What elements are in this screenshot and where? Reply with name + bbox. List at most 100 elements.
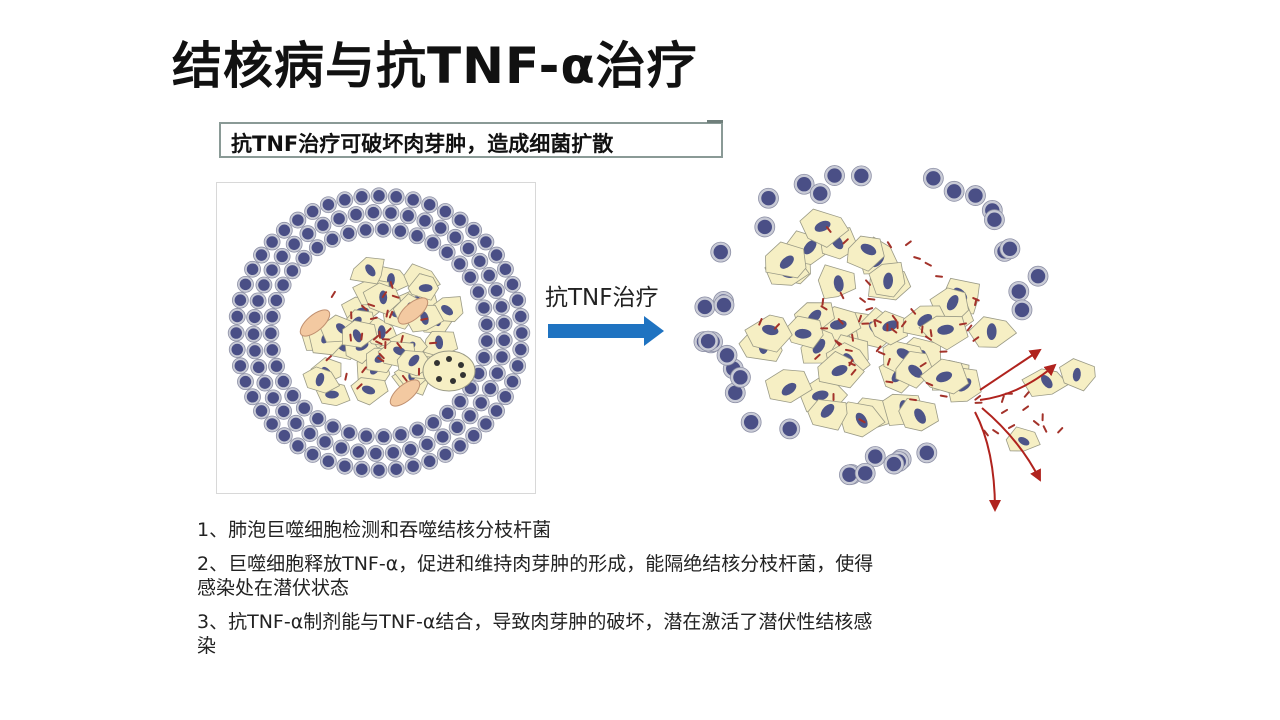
- bacterium: [330, 290, 336, 298]
- bacterium: [1007, 424, 1016, 430]
- lymphocyte-nucleus: [255, 405, 268, 417]
- lymphocyte-nucleus: [312, 412, 324, 425]
- lymphocyte-nucleus: [454, 440, 466, 452]
- lymphocyte-nucleus: [946, 184, 962, 199]
- lymphocyte-nucleus: [255, 249, 268, 261]
- bacterium: [1023, 391, 1030, 398]
- lymphocyte-nucleus: [511, 294, 524, 306]
- bacterium: [885, 380, 894, 384]
- lymphocyte-nucleus: [919, 445, 935, 461]
- bacterium: [378, 352, 385, 360]
- bacterium: [385, 327, 392, 334]
- lymphocyte-nucleus: [259, 377, 271, 389]
- lymphocyte-nucleus: [757, 219, 772, 235]
- bacterium: [758, 318, 763, 326]
- macrophage-nucleus: [812, 390, 829, 401]
- subtitle-box: 抗TNF治疗可破坏肉芽肿，造成细菌扩散: [219, 120, 723, 158]
- macrophage-nucleus: [820, 403, 835, 418]
- lymphocyte-nucleus: [322, 455, 335, 468]
- lymphocyte-nucleus: [868, 449, 883, 464]
- lymphocyte-nucleus: [231, 310, 244, 323]
- giant-cell-nucleus: [434, 360, 440, 366]
- epithelioid-cell: [389, 379, 421, 407]
- lymphocyte-nucleus: [700, 333, 716, 349]
- bacterium: [325, 355, 332, 362]
- lymphocyte-nucleus: [278, 429, 291, 442]
- bacterium: [839, 291, 845, 300]
- lymphocyte-nucleus: [454, 214, 466, 226]
- lymphocyte-nucleus: [436, 431, 449, 443]
- key-point-1: 1、肺泡巨噬细胞检测和吞噬结核分枝杆菌: [197, 519, 552, 541]
- key-points-list: 1、肺泡巨噬细胞检测和吞噬结核分枝杆菌 2、巨噬细胞释放TNF-α，促进和维持肉…: [197, 518, 877, 668]
- bacterium: [389, 281, 394, 289]
- bacterium: [924, 261, 932, 267]
- macrophage-nucleus: [418, 284, 433, 293]
- macrophage-nucleus: [325, 390, 339, 399]
- bacterium: [865, 279, 872, 286]
- bacterium: [349, 333, 352, 342]
- subtitle-box-corner: [707, 120, 723, 123]
- lymphocyte-nucleus: [239, 375, 252, 388]
- macrophage-nucleus: [946, 295, 959, 311]
- lymphocyte-nucleus: [246, 263, 259, 275]
- lymphocyte-nucleus: [713, 244, 728, 260]
- lymphocyte-nucleus: [478, 302, 490, 314]
- lymphocyte-nucleus: [277, 405, 290, 418]
- macrophage-nucleus: [937, 324, 954, 335]
- lymphocyte-nucleus: [304, 427, 316, 440]
- bacterium: [375, 340, 383, 345]
- lymphocyte-nucleus: [276, 250, 288, 263]
- lymphocyte-nucleus: [490, 284, 503, 297]
- bacterium: [360, 332, 364, 341]
- lymphocyte-nucleus: [506, 375, 519, 388]
- lymphocyte-nucleus: [333, 212, 345, 225]
- macrophage-nucleus: [1041, 375, 1053, 389]
- bacterium: [814, 353, 821, 360]
- bacterium: [935, 275, 944, 278]
- bacterium: [848, 359, 854, 367]
- lymphocyte-nucleus: [252, 361, 265, 374]
- lymphocyte-nucleus: [490, 249, 503, 261]
- lymphocyte-nucleus: [290, 417, 302, 430]
- lymphocyte-nucleus: [697, 299, 713, 315]
- lymphocyte-nucleus: [499, 263, 512, 275]
- bacterium: [1022, 405, 1030, 411]
- bacterium: [837, 318, 844, 325]
- lymphocyte-nucleus: [481, 335, 493, 347]
- lymphocyte-nucleus: [311, 241, 324, 254]
- lymphocyte-nucleus: [404, 443, 417, 456]
- bacterium: [873, 319, 877, 328]
- lymphocyte-nucleus: [987, 212, 1002, 227]
- lymphocyte-nucleus: [352, 446, 365, 458]
- lymphocyte-nucleus: [370, 447, 382, 460]
- bacterium: [875, 345, 882, 353]
- lymphocyte-nucleus: [234, 294, 247, 306]
- lymphocyte-nucleus: [302, 227, 314, 240]
- lymphocyte-nucleus: [733, 370, 748, 385]
- lymphocyte-nucleus: [491, 367, 504, 379]
- lymphocyte-nucleus: [854, 168, 869, 184]
- lymphocyte-nucleus: [342, 227, 355, 240]
- lymphocyte-nucleus: [1030, 268, 1046, 284]
- lymphocyte-nucleus: [449, 231, 462, 244]
- disrupted-granuloma-illustration: [690, 150, 1110, 520]
- lymphocyte-nucleus: [827, 168, 842, 183]
- dissemination-arrow: [974, 411, 1001, 512]
- lymphocyte-nucleus: [395, 428, 407, 441]
- macrophage-nucleus: [779, 255, 794, 269]
- lymphocyte-nucleus: [247, 328, 260, 340]
- lymphocyte-nucleus: [298, 252, 310, 265]
- lymphocyte-nucleus: [462, 242, 475, 255]
- lymphocyte-nucleus: [267, 392, 279, 404]
- macrophage-nucleus: [860, 243, 877, 256]
- bacterium: [377, 356, 385, 363]
- lymphocyte-nucleus: [411, 424, 424, 436]
- lymphocyte-nucleus: [317, 219, 329, 231]
- lymphocyte-nucleus: [474, 255, 486, 267]
- lymphocyte-nucleus: [319, 436, 331, 448]
- lymphocyte-nucleus: [359, 224, 372, 236]
- dissemination-arrow: [979, 363, 1057, 401]
- treatment-arrow-label: 抗TNF治疗: [545, 285, 659, 311]
- lymphocyte-nucleus: [441, 246, 453, 259]
- bacterium: [966, 324, 973, 332]
